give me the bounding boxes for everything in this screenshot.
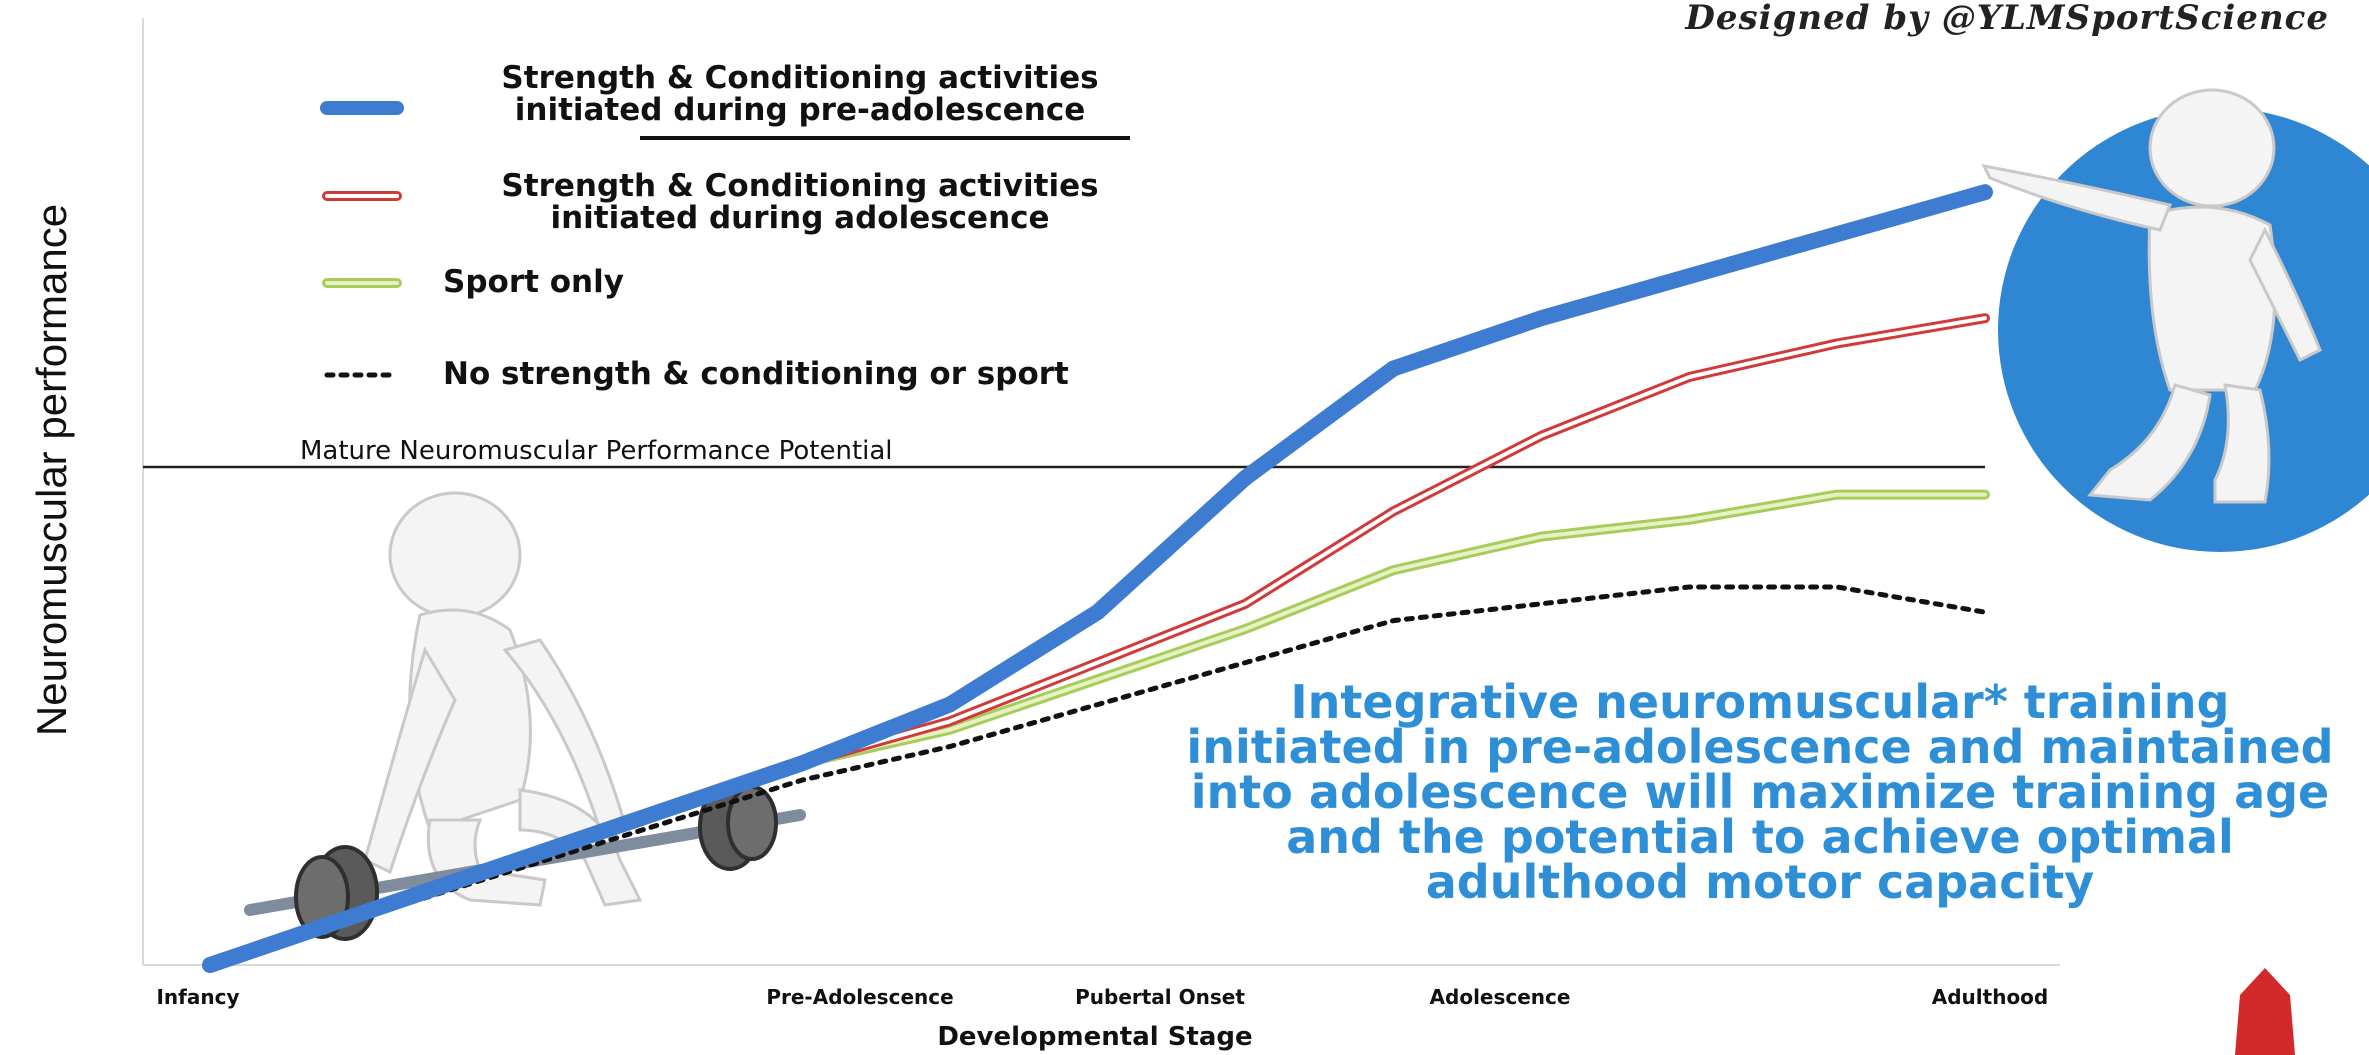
x-axis-label: Developmental Stage [937,1022,1253,1052]
legend-line: Strength & Conditioning activities [501,60,1099,96]
pointing-figure [1981,88,2322,504]
legend-label-no-training: No strength & conditioning or sport [443,356,1069,392]
series-line-thick-blue [202,184,1993,973]
axes [142,18,2060,966]
reference-line-label: Mature Neuromuscular Performance Potenti… [300,436,893,466]
legend-label-adolescence: Strength & Conditioning activities initi… [430,170,1170,234]
x-tick-label: Adolescence [1429,985,1571,1009]
y-axis-label: Neuromuscular performance [28,203,75,737]
legend-line: initiated during adolescence [550,200,1050,236]
x-tick-label: Adulthood [1931,985,2049,1009]
series-layer [202,184,1993,973]
legend-line: initiated during pre-adolescence [514,92,1086,128]
legend-line: Strength & Conditioning activities [501,168,1099,204]
x-tick-label: Infancy [156,985,240,1009]
illustrations [244,88,2369,1055]
pencil-icon [2235,968,2295,1055]
legend [320,101,404,378]
legend-label-sport-only: Sport only [443,264,624,300]
x-tick-label: Pre-Adolescence [766,985,954,1009]
legend-underline [640,136,1130,140]
x-tick-label: Pubertal Onset [1075,985,1245,1009]
key-message: Integrative neuromuscular* training init… [1186,675,2334,909]
legend-label-preadolescence: Strength & Conditioning activities initi… [430,62,1170,126]
designer-credit: Designed by @YLMSportScience [1685,0,2329,38]
series-line-dotted [207,584,1988,968]
